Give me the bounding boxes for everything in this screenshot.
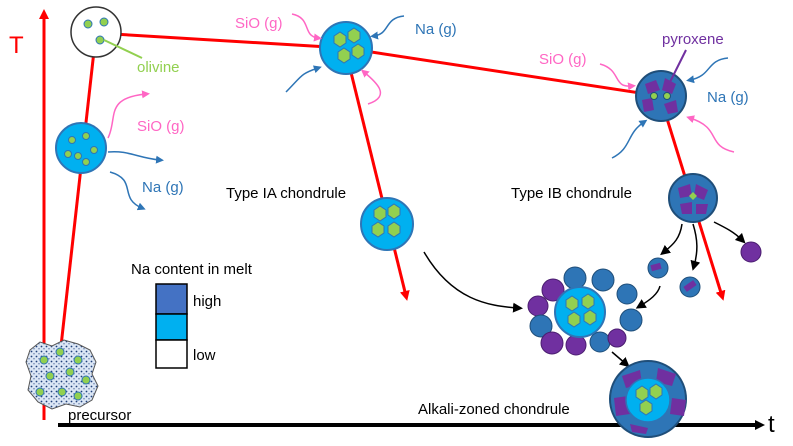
initial-melt-chondrule: [70, 6, 122, 58]
legend-title: Na content in melt: [131, 261, 253, 278]
time-axis-label: t: [768, 411, 775, 438]
na-inflow-arrow-right: [686, 57, 729, 84]
olivine-pointer: [103, 39, 143, 59]
sio-inflow-arrow-middle-2: [360, 69, 382, 105]
type-ia-label: Type IA chondrule: [226, 185, 346, 202]
alkali-zoned-label: Alkali-zoned chondrule: [418, 401, 570, 418]
alkali-zoned-chondrule: [609, 360, 687, 438]
sio-gas-label-right: SiO (g): [539, 51, 587, 68]
na-inflow-arrow-right-2: [611, 119, 648, 159]
temperature-axis-label: T: [9, 32, 24, 59]
sio-inflow-arrow-middle: [291, 13, 322, 42]
aggregated-cluster: [527, 266, 643, 356]
sio-inflow-arrow-right-2: [686, 115, 735, 153]
na-gas-label-right: Na (g): [707, 89, 749, 106]
na-content-legend: [155, 283, 188, 369]
na-inflow-arrow-middle-2: [285, 65, 322, 93]
fragment-3: [740, 241, 762, 263]
legend-swatch-mid: [155, 313, 188, 341]
pyroxene-pointer: [667, 49, 687, 87]
type-ib-label: Type IB chondrule: [511, 185, 632, 202]
precursor-aggregate: [25, 339, 99, 410]
type-ia-chondrule: [360, 197, 414, 251]
sio-inflow-arrow-right: [599, 63, 636, 91]
legend-low-label: low: [193, 347, 216, 364]
fragment-arrow-1: [660, 223, 683, 256]
fragment-arrow-2: [690, 223, 701, 271]
aggregation-arrow: [423, 251, 523, 313]
precursor-label: precursor: [68, 407, 131, 424]
legend-high-label: high: [193, 293, 221, 310]
sio-outflow-arrow: [107, 90, 150, 139]
sio-gas-label-left: SiO (g): [137, 118, 185, 135]
fragment-arrow-3: [713, 221, 746, 244]
sodium-rich-melt-chondrule: [55, 122, 107, 174]
na-gas-label-left: Na (g): [142, 179, 184, 196]
na-outflow-arrow-1: [107, 150, 164, 164]
fragment-1: [647, 257, 669, 279]
zoning-arrow: [611, 351, 630, 368]
sio-gas-label-middle: SiO (g): [235, 15, 283, 32]
fragment-arrow-4: [635, 285, 661, 309]
na-inflow-arrow-middle: [370, 15, 405, 40]
pyroxene-label: pyroxene: [662, 31, 724, 48]
legend-swatch-high: [155, 283, 188, 315]
olivine-label: olivine: [137, 59, 180, 76]
na-gas-label-middle: Na (g): [415, 21, 457, 38]
type-ib-chondrule: [668, 173, 718, 223]
na-outflow-arrow-2: [109, 171, 146, 211]
pyroxene-rim-chondrule: [635, 70, 687, 122]
intermediate-chondrule: [319, 21, 373, 75]
legend-swatch-low: [155, 339, 188, 369]
fragment-2: [679, 276, 701, 298]
